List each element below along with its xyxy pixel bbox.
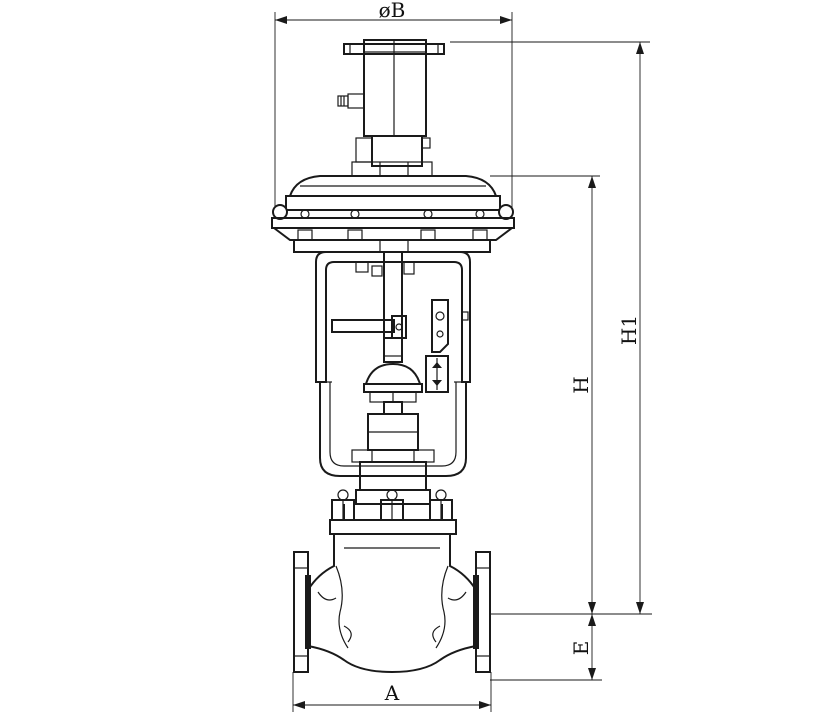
dimension-label-h1: H1 — [617, 315, 641, 345]
actuator-bolts — [297, 209, 488, 241]
valve-body — [293, 533, 491, 674]
diaphragm-actuator — [271, 175, 515, 253]
dimension-label-e: E — [569, 641, 593, 656]
dimension-label-diameter-b: øB — [379, 0, 406, 22]
valve-bonnet — [329, 489, 457, 535]
position-scale — [425, 299, 469, 393]
dimension-lines — [274, 12, 652, 712]
dimension-label-a: A — [384, 681, 400, 705]
dimension-label-h: H — [569, 376, 593, 393]
valve-stem — [331, 252, 435, 463]
handwheel-assembly — [337, 39, 445, 177]
yoke — [315, 251, 471, 491]
